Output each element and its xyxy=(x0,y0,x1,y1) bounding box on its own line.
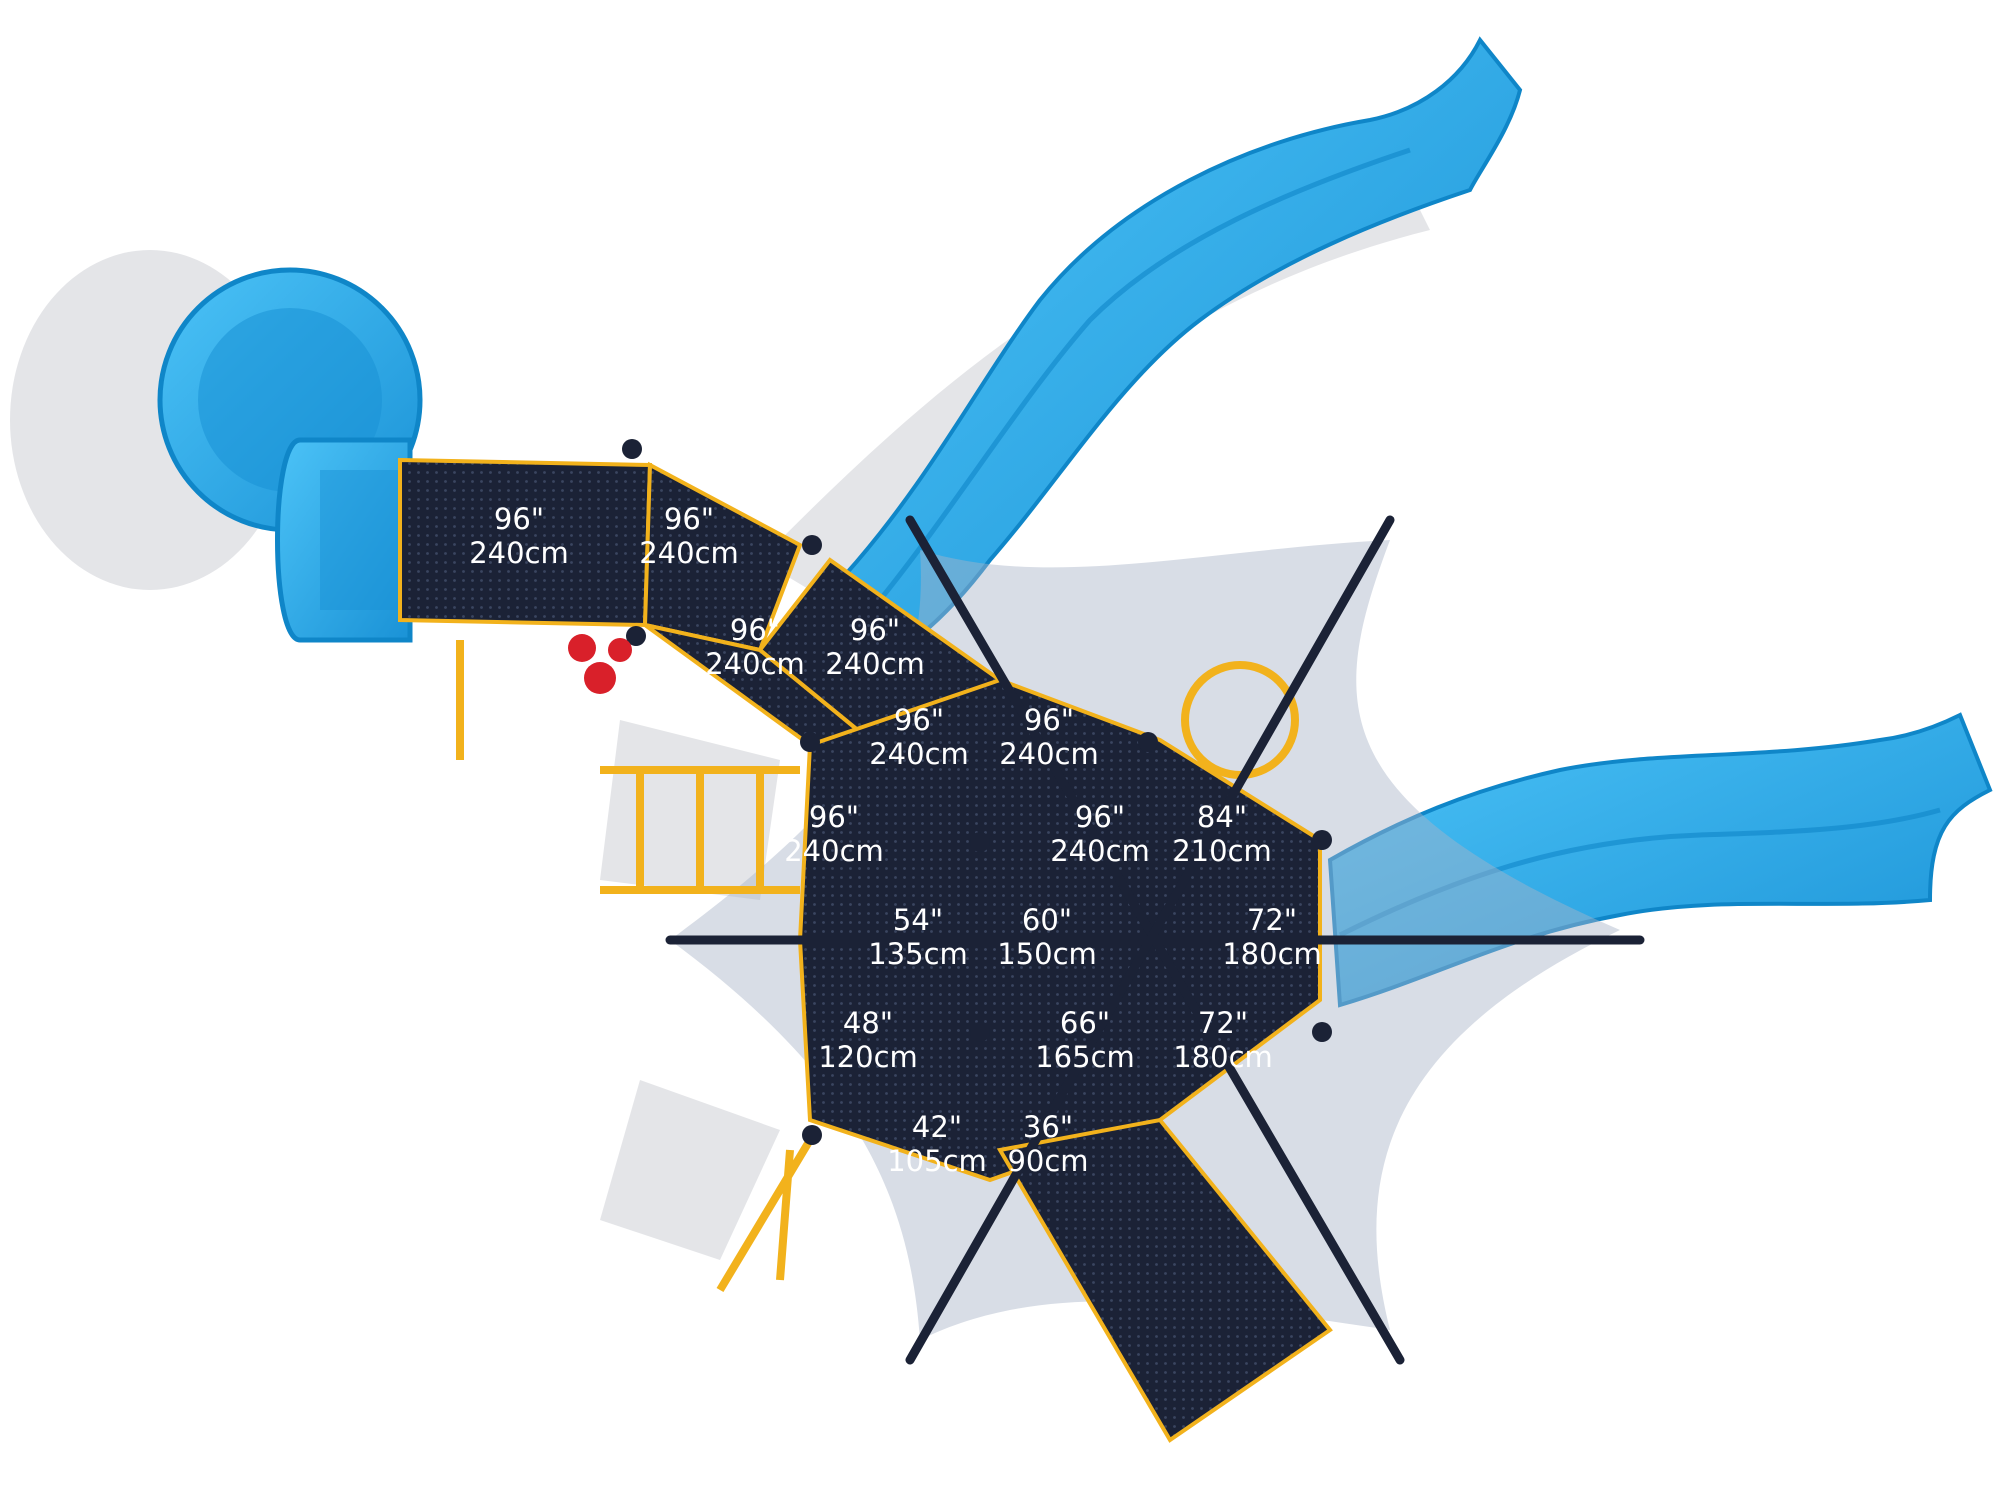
deck-c-height-cm: 240cm xyxy=(705,647,805,681)
deck-n-height-cm: 165cm xyxy=(1035,1040,1135,1074)
deck-a-height-cm: 240cm xyxy=(469,536,569,570)
deck-m-height-inches: 48" xyxy=(843,1006,893,1040)
deck-q-height-inches: 36" xyxy=(1023,1110,1073,1144)
deck-f-height-cm: 240cm xyxy=(999,737,1099,771)
deck-o-height-inches: 72" xyxy=(1198,1006,1248,1040)
long-wave-slide xyxy=(842,36,1523,653)
deck-p-height-cm: 105cm xyxy=(887,1144,987,1178)
deck-g-height-cm: 240cm xyxy=(784,834,884,868)
deck-i-height-inches: 84" xyxy=(1197,800,1247,834)
spiral-slide xyxy=(157,267,423,643)
deck-b-height-cm: 240cm xyxy=(639,536,739,570)
deck-j-height-cm: 135cm xyxy=(868,937,968,971)
deck-d-height-cm: 240cm xyxy=(825,647,925,681)
deck-b-height-inches: 96" xyxy=(664,502,714,536)
deck-h-height-cm: 240cm xyxy=(1050,834,1150,868)
deck-a-height-inches: 96" xyxy=(494,502,544,536)
deck-k-height-cm: 150cm xyxy=(997,937,1097,971)
deck-j-height-inches: 54" xyxy=(893,903,943,937)
deck-o-height-cm: 180cm xyxy=(1173,1040,1273,1074)
deck-l-height-inches: 72" xyxy=(1247,903,1297,937)
deck-p-height-inches: 42" xyxy=(912,1110,962,1144)
deck-h-height-inches: 96" xyxy=(1075,800,1125,834)
deck-f-height-inches: 96" xyxy=(1024,703,1074,737)
deck-c-height-inches: 96" xyxy=(730,613,780,647)
deck-e-height-inches: 96" xyxy=(894,703,944,737)
steering-wheel-panel xyxy=(568,634,632,694)
right-wave-slide xyxy=(1327,712,1993,1008)
canopy-support-arms xyxy=(665,515,1645,1365)
deck-posts xyxy=(622,439,1332,1145)
deck-l-height-cm: 180cm xyxy=(1222,937,1322,971)
deck-q-height-cm: 90cm xyxy=(1007,1144,1088,1178)
deck-i-height-cm: 210cm xyxy=(1172,834,1272,868)
deck-m-height-cm: 120cm xyxy=(818,1040,918,1074)
deck-d-height-inches: 96" xyxy=(850,613,900,647)
deck-e-height-cm: 240cm xyxy=(869,737,969,771)
deck-k-height-inches: 60" xyxy=(1022,903,1072,937)
deck-structure xyxy=(398,457,1333,1443)
deck-height-labels: 96"240cm96"240cm96"240cm96"240cm96"240cm… xyxy=(469,502,1322,1178)
deck-g-height-inches: 96" xyxy=(809,800,859,834)
deck-n-height-inches: 66" xyxy=(1060,1006,1110,1040)
